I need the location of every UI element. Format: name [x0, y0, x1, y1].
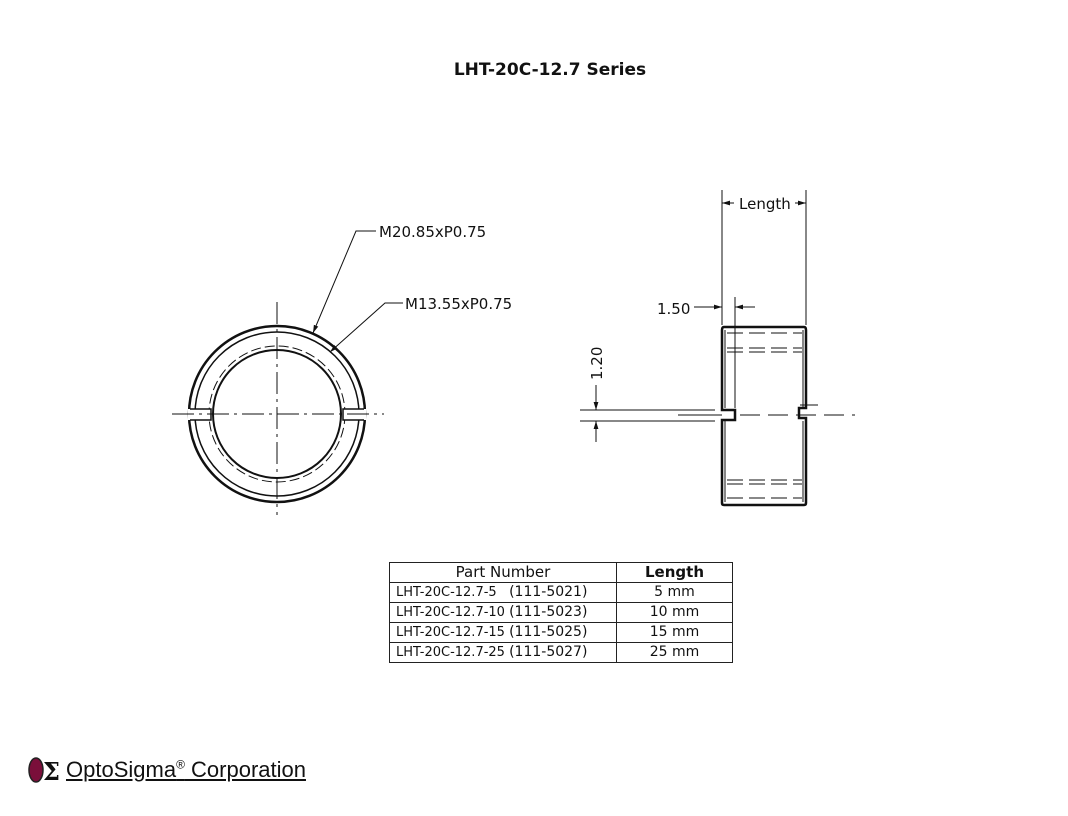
table-row: LHT-20C-12.7-10 (111-5023) 10 mm — [389, 602, 733, 623]
part-number: LHT-20C-12.7-25 — [396, 645, 505, 660]
svg-text:Σ: Σ — [43, 757, 60, 784]
slot-depth-label: 1.50 — [657, 300, 690, 318]
inner-thread-label: M13.55xP0.75 — [405, 295, 512, 313]
table-row: LHT-20C-12.7-15 (111-5025) 15 mm — [389, 622, 733, 643]
drawing-title: LHT-20C-12.7 Series — [453, 60, 647, 80]
slot-width-label: 1.20 — [588, 347, 606, 380]
front-view — [172, 230, 403, 515]
header-part-number: Part Number — [389, 562, 617, 583]
length-dimension-label: Length — [739, 195, 791, 213]
part-length: 10 mm — [616, 602, 733, 623]
header-length: Length — [616, 562, 733, 583]
company-name: OptoSigma — [66, 757, 177, 782]
part-number: LHT-20C-12.7-15 — [396, 625, 505, 640]
part-number: LHT-20C-12.7-10 — [396, 605, 505, 620]
table-header-row: Part Number Length — [389, 562, 733, 583]
part-code: (111-5021) — [509, 584, 588, 600]
side-view — [580, 190, 855, 507]
outer-thread-label: M20.85xP0.75 — [379, 223, 486, 241]
part-code: (111-5025) — [509, 624, 588, 640]
part-length: 5 mm — [616, 582, 733, 603]
part-code: (111-5023) — [509, 604, 588, 620]
table-row: LHT-20C-12.7-5 (111-5021) 5 mm — [389, 582, 733, 603]
part-code: (111-5027) — [509, 644, 588, 660]
table-row: LHT-20C-12.7-25 (111-5027) 25 mm — [389, 642, 733, 663]
part-table: Part Number Length LHT-20C-12.7-5 (111-5… — [389, 562, 733, 663]
company-logo: Σ OptoSigma® Corporation — [26, 756, 306, 784]
registered-mark: ® — [176, 757, 185, 772]
part-length: 15 mm — [616, 622, 733, 643]
part-length: 25 mm — [616, 642, 733, 663]
part-number: LHT-20C-12.7-5 — [396, 585, 497, 600]
logo-symbol-icon: Σ — [28, 757, 60, 784]
company-suffix: Corporation — [184, 757, 306, 782]
